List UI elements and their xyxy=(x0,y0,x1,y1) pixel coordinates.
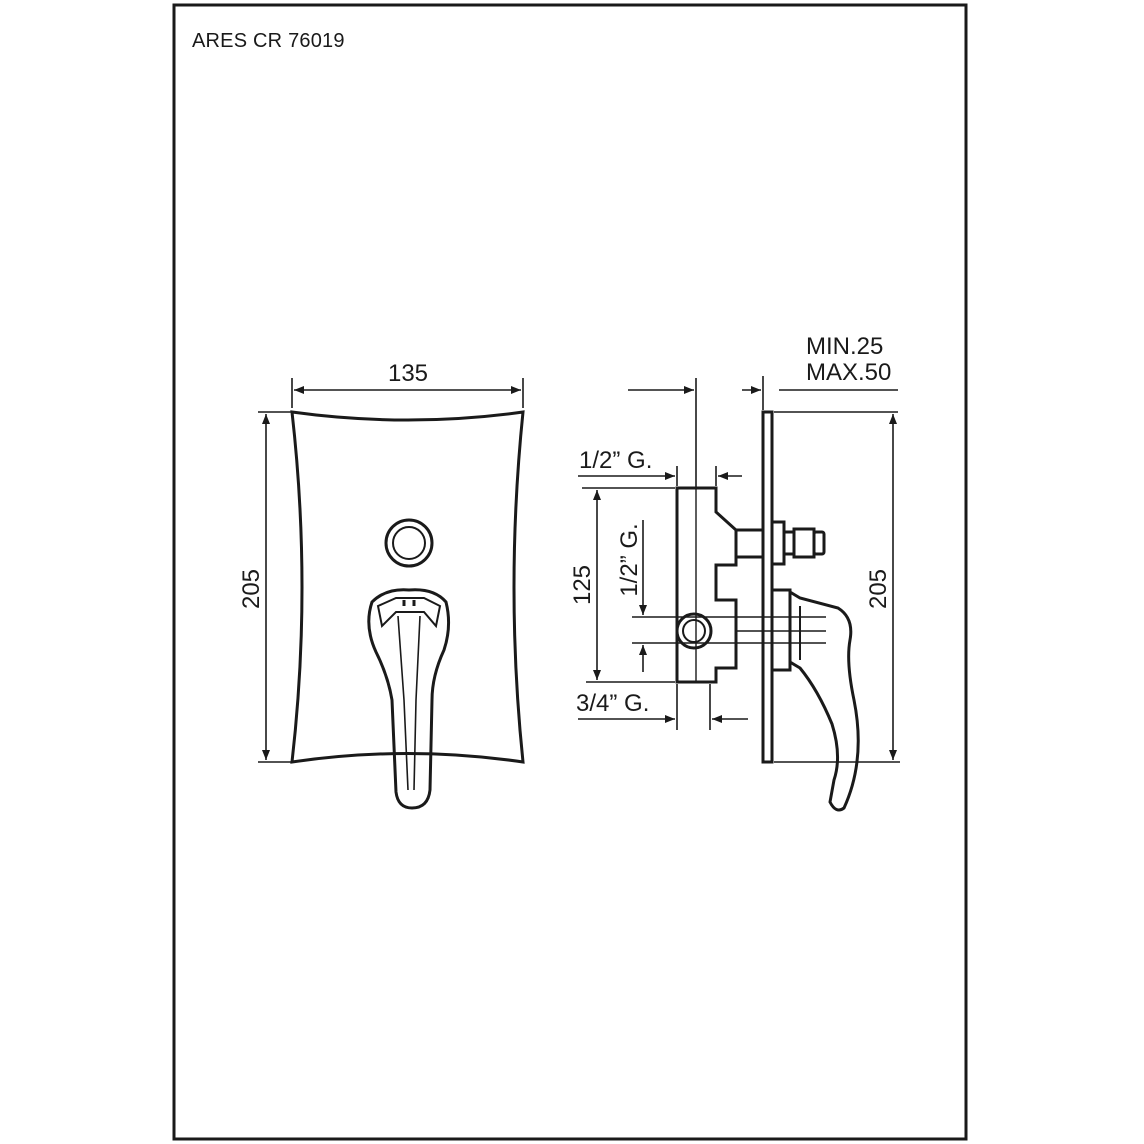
front-height-dimension xyxy=(258,411,292,763)
model-code: ARES CR 76019 xyxy=(192,30,345,52)
inlet-dimension xyxy=(578,684,748,730)
depth-dimension xyxy=(742,376,898,413)
body-height-dimension xyxy=(586,490,675,683)
lever-handle xyxy=(367,588,451,810)
outlet-top-dimension xyxy=(578,466,742,489)
plate-height-label: 205 xyxy=(865,569,892,609)
depth-max-label: MAX.50 xyxy=(806,359,891,386)
diverter-knob xyxy=(384,518,434,568)
front-width-label: 135 xyxy=(388,360,428,387)
side-view xyxy=(632,410,860,812)
outlet-side-label: 1/2” G. xyxy=(616,523,643,596)
cover-plate xyxy=(290,410,525,764)
sheet-border xyxy=(172,3,968,1141)
inlet-port-inner xyxy=(682,619,706,643)
front-view xyxy=(290,410,525,810)
body-offset-dimension xyxy=(628,378,697,488)
body-height-label: 125 xyxy=(569,565,596,605)
inlet-port-outer xyxy=(675,612,713,650)
diverter-stem xyxy=(734,520,826,566)
depth-min-label: MIN.25 xyxy=(806,333,883,360)
front-width-dimension xyxy=(291,378,524,408)
wall-plate xyxy=(761,410,774,764)
plate-height-dimension xyxy=(774,414,900,763)
outlet-top-label: 1/2” G. xyxy=(579,447,652,474)
valve-body xyxy=(675,486,738,684)
front-height-label: 205 xyxy=(238,569,265,609)
diverter-knob-inner xyxy=(392,526,426,560)
inlet-label: 3/4” G. xyxy=(576,690,649,717)
side-lever-handle xyxy=(770,588,860,812)
